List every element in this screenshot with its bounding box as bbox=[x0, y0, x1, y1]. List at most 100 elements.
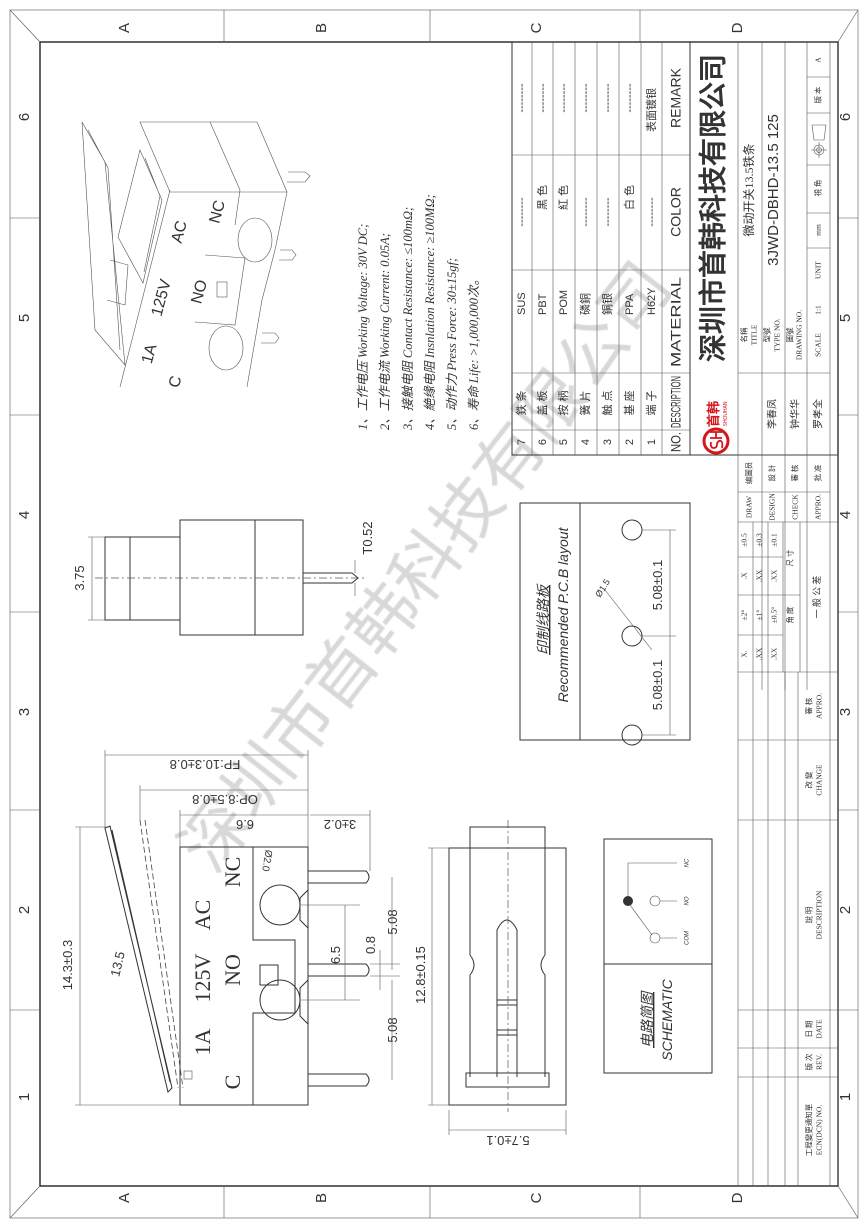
bom-cell-remark: 表面镀银 bbox=[644, 88, 658, 132]
title-block: 深圳市首韩科技有限公司 首韩 SHOUHAN 名稱 TITLE 型號 TYPE … bbox=[689, 41, 839, 1186]
revision-ecn-cn: 工程變更通知單 bbox=[804, 1103, 814, 1156]
scale-label: SCALE bbox=[814, 333, 823, 357]
zone-letter: C bbox=[528, 22, 545, 33]
drawing-label-en: DRAWING NO. bbox=[795, 310, 804, 360]
signature-role-cn: 設 計 bbox=[767, 464, 777, 481]
bom-cell-remark: -------- bbox=[537, 83, 549, 113]
pcb-title-cn: 印制线路板 bbox=[536, 583, 552, 655]
side-view: 3.75 T0.52 bbox=[72, 519, 375, 636]
signature-role-cn: 批 准 bbox=[813, 464, 823, 481]
schematic-title-cn: 电路简图 bbox=[640, 990, 656, 1048]
tolerance-cell: .XX bbox=[770, 647, 779, 660]
title-label-en: TITLE bbox=[750, 324, 759, 345]
general-tolerance-label: 一 般 公 差 bbox=[811, 576, 822, 619]
note: 3、接触电阻 Contact Resistance: ≤100mΩ; bbox=[401, 207, 415, 431]
bom-cell-material: 磷銅 bbox=[578, 293, 592, 315]
dim-pin-length: 3±0.2 bbox=[324, 817, 356, 832]
tolerance-cell: ±0.5° bbox=[770, 607, 779, 624]
angle-label: 角 度 bbox=[785, 606, 795, 623]
logo-text: 首韩 bbox=[706, 401, 721, 427]
signature-role-en: DESIGN bbox=[768, 493, 777, 521]
zone-number: 6 bbox=[837, 113, 854, 121]
tolerance-cell: ±0.5 bbox=[740, 533, 749, 547]
zone-number: 1 bbox=[16, 1093, 33, 1101]
dim-pin-width: 0.8 bbox=[363, 936, 378, 954]
bom-cell-no: 3 bbox=[602, 439, 614, 445]
zone-number: 3 bbox=[837, 708, 854, 716]
front-view: 14.3±0.3 13.5 FP:10.3±0.8 OP:8.5±0.8 6.6… bbox=[60, 750, 400, 1106]
bom-cell-no: 4 bbox=[580, 439, 592, 445]
zone-number: 1 bbox=[837, 1093, 854, 1101]
tolerance-cell: .X bbox=[740, 572, 749, 580]
bom-cell-no: 6 bbox=[537, 439, 549, 445]
dim-hole-dia: Ø2.0 bbox=[259, 849, 274, 873]
projection-symbol-icon bbox=[811, 124, 827, 158]
unit-label: UNIT bbox=[814, 261, 823, 279]
notes: 1、工作电压 Working Voltage: 30V DC; 2、工作电流 W… bbox=[356, 194, 481, 431]
note: 1、工作电压 Working Voltage: 30V DC; bbox=[356, 224, 370, 430]
pcb-title-en: Recommended P.C.B layout bbox=[555, 526, 571, 702]
zone-letter: B bbox=[313, 1193, 330, 1203]
revision-change-en: CHANGE bbox=[815, 764, 824, 796]
schematic-com: COM bbox=[685, 931, 691, 945]
dim-body-height: 6.6 bbox=[236, 817, 254, 832]
pcb-pitch-1: 5.08±0.1 bbox=[650, 560, 665, 611]
tolerance-cell: ±0.3 bbox=[755, 533, 764, 547]
dim-free-position: FP:10.3±0.8 bbox=[170, 757, 241, 772]
revision-desc-en: DESCRIPTION bbox=[815, 890, 824, 939]
revision-change-cn: 改 變 bbox=[804, 771, 814, 788]
iso-rating-2: 125V bbox=[149, 277, 175, 318]
zone-letter: A bbox=[116, 1193, 133, 1203]
drawing-frame bbox=[9, 9, 859, 1219]
signature-block: 编圖员 設 計 審 核 批 准 DRAW DESIGN CHECK APPRO. bbox=[738, 455, 838, 1186]
bom-cell-remark: -------- bbox=[580, 83, 592, 113]
bom-cell-material: POM bbox=[558, 290, 570, 315]
signature-name: 罗孝全 bbox=[811, 399, 824, 429]
marking-no: NO bbox=[220, 954, 245, 986]
dim-body-width: 5.7±0.1 bbox=[486, 1133, 529, 1148]
tolerance-cell: .XX bbox=[755, 647, 764, 660]
bom-cell-material: PBT bbox=[537, 293, 549, 315]
drawing-label-cn: 圖號 bbox=[785, 327, 795, 342]
tolerance-cell: ±1° bbox=[755, 610, 764, 621]
tolerance-block: X. ±2° .X ±0.5 .XX ±1° .XX ±0.3 .XX ±0.5… bbox=[738, 522, 838, 673]
dim-pin-pitch-2: 5.08 bbox=[385, 1017, 400, 1042]
signature-role-en: DRAW bbox=[745, 495, 754, 518]
bom-cell-color: 黑 色 bbox=[535, 185, 549, 210]
note: 2、工作电流 Working Current: 0.05A; bbox=[378, 233, 392, 430]
bom-cell-description: 触 点 bbox=[600, 390, 614, 415]
rating-3: AC bbox=[190, 900, 215, 931]
revision-approve-en: APPRO. bbox=[815, 693, 824, 719]
logo-en: SHOUHAN bbox=[723, 401, 729, 426]
iso-marking-c: C bbox=[166, 374, 185, 390]
bom-cell-material: H62Y bbox=[646, 287, 658, 315]
zone-number: 2 bbox=[16, 906, 33, 914]
zone-number: 2 bbox=[837, 906, 854, 914]
bom-cell-color: -------- bbox=[516, 197, 528, 227]
bom-cell-remark: -------- bbox=[624, 83, 636, 113]
bom-header-material: MATERIAL bbox=[668, 277, 684, 367]
isometric-view: C 1A 125V AC NO NC bbox=[81, 121, 311, 390]
schematic: NC NO COM 电路简图 SCHEMATIC bbox=[603, 838, 713, 1074]
iso-rating-1: 1A bbox=[139, 342, 161, 366]
title-label-cn: 名稱 bbox=[739, 327, 749, 342]
signature-name: 钟华华 bbox=[788, 399, 801, 429]
dim-side-height: 3.75 bbox=[72, 565, 87, 590]
iso-marking-nc: NC bbox=[207, 199, 229, 226]
rating-2: 125V bbox=[190, 953, 215, 1002]
company-name: 深圳市首韩科技有限公司 bbox=[696, 54, 729, 362]
dim-pin-pitch-1: 5.08 bbox=[385, 909, 400, 934]
bom-cell-color: -------- bbox=[602, 197, 614, 227]
signature-role-cn: 编圖员 bbox=[744, 461, 754, 484]
revision-approve-cn: 審 核 bbox=[804, 697, 814, 714]
zone-number: 3 bbox=[16, 708, 33, 716]
version-label: 版 本 bbox=[813, 86, 823, 103]
zone-letter: A bbox=[116, 23, 133, 33]
iso-marking-no: NO bbox=[188, 278, 211, 306]
type-label-cn: 型號 bbox=[762, 327, 772, 342]
scale-value: 1:1 bbox=[814, 305, 823, 315]
company-logo: 首韩 SHOUHAN bbox=[702, 401, 730, 455]
bom-header-no: NO. bbox=[668, 432, 684, 452]
